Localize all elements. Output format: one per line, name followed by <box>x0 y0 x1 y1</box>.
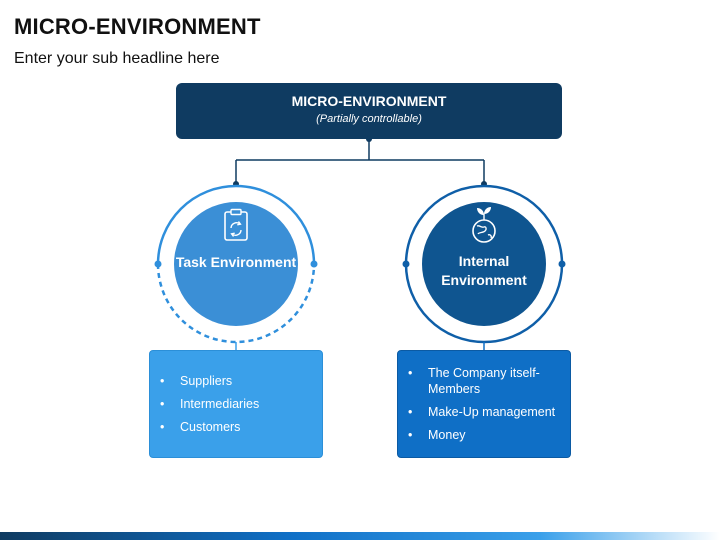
bottom-accent-bar <box>0 532 720 540</box>
internal-environment-label: Internal Environment <box>441 253 527 288</box>
right-arc-dot-left <box>402 260 410 268</box>
top-box-title: MICRO-ENVIRONMENT <box>291 93 447 109</box>
top-box-subtitle: (Partially controllable) <box>316 113 422 125</box>
page-subtitle: Enter your sub headline here <box>14 50 220 67</box>
globe-plant-icon <box>472 207 496 243</box>
left-dashed-arc <box>156 263 316 344</box>
task-environment-label: Task Environment <box>175 254 297 270</box>
list-item: Intermediaries <box>150 396 322 412</box>
left-arc-dot-right <box>310 260 318 268</box>
micro-environment-box: MICRO-ENVIRONMENT (Partially controllabl… <box>176 83 562 139</box>
internal-environment-circle <box>422 202 546 326</box>
task-environment-circle <box>174 202 298 326</box>
list-item: Suppliers <box>150 373 322 389</box>
list-item: Make-Up management <box>398 404 570 420</box>
list-item: Money <box>398 427 570 443</box>
list-item: Customers <box>150 419 322 435</box>
stem-dot <box>366 136 372 142</box>
left-arc-dot-left <box>154 260 162 268</box>
list-item: The Company itself- Members <box>398 365 548 397</box>
page-title: MICRO-ENVIRONMENT <box>14 14 261 39</box>
right-arc-dot-right <box>558 260 566 268</box>
right-outer-arc <box>404 184 564 265</box>
clipboard-recycle-icon <box>224 208 248 241</box>
internal-environment-list: The Company itself- Members Make-Up mana… <box>397 350 571 458</box>
task-environment-list: Suppliers Intermediaries Customers <box>149 350 323 458</box>
left-outer-arc <box>156 184 316 265</box>
